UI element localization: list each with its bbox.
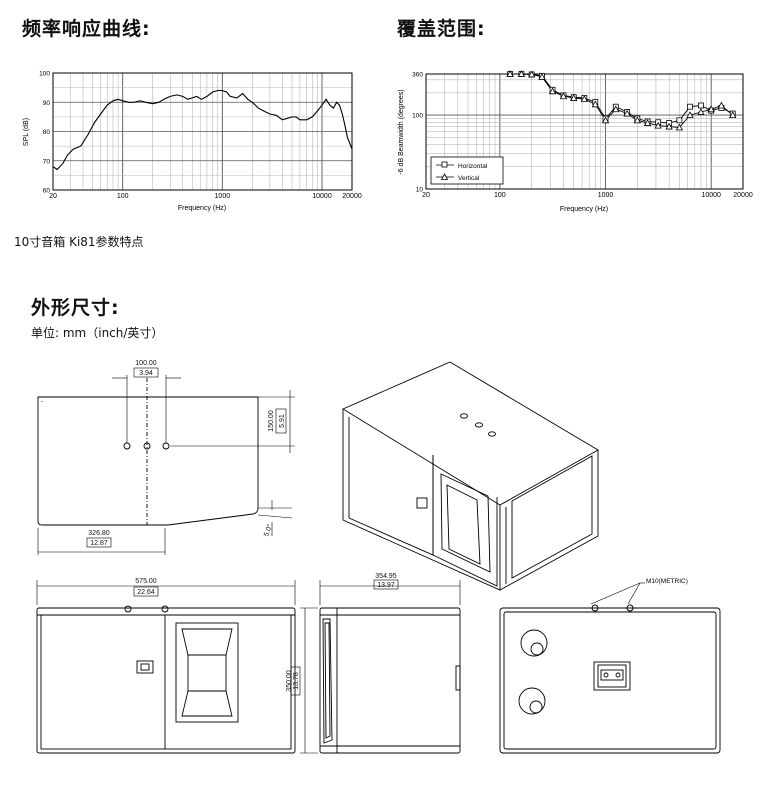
height-mm: 350.00	[286, 670, 293, 692]
vertical-point	[717, 101, 726, 109]
vertical-point	[729, 111, 737, 119]
vertical-point	[570, 94, 578, 101]
cv-grid	[425, 74, 744, 189]
horizontal-point	[698, 102, 704, 109]
x-tick-label: 20000	[733, 192, 753, 199]
y-tick-label: 90	[43, 100, 51, 107]
y-tick-label: 100	[412, 113, 423, 120]
y-tick-label: 10	[416, 187, 424, 194]
vertical-point	[707, 105, 715, 113]
vertical-point	[643, 119, 652, 126]
x-tick-label: 20	[422, 192, 430, 199]
x-tick-label: 10000	[701, 192, 721, 199]
dimension-drawings: 100.00 3.94 150.00 5.91 326.80 12.87 5.0…	[36, 360, 721, 754]
legend-square-icon	[441, 161, 448, 168]
cv-series-vertical-line	[510, 73, 734, 128]
front-width-in: 22.64	[137, 589, 155, 596]
vertical-point	[580, 95, 588, 102]
freq-response-chart: 100 90 80 70 60 20 100 1000 10000 20000 Frequenc…	[23, 71, 362, 213]
cv-xlabel: Frequency (Hz)	[560, 206, 608, 213]
vertical-point	[506, 70, 514, 77]
x-tick-label: 100	[494, 192, 506, 199]
front-view-drawing	[36, 580, 296, 754]
y-tick-label: 360	[412, 72, 423, 79]
vertical-point	[633, 116, 642, 124]
vertical-point	[548, 87, 557, 95]
horizontal-point	[676, 117, 683, 124]
vertical-point	[665, 122, 673, 130]
freq-response-heading: 频率响应曲线:	[22, 18, 151, 40]
vertical-point	[517, 70, 526, 77]
top-depth-in: 5.91	[279, 414, 286, 428]
vertical-point	[591, 100, 599, 108]
model-caption: 10寸音箱 Ki81参数特点	[14, 235, 144, 249]
x-tick-label: 1000	[598, 192, 614, 199]
legend-triangle-icon	[440, 173, 449, 180]
side-depth-in: 13.97	[377, 582, 395, 589]
rear-view-drawing	[499, 582, 721, 754]
top-offset-in: 12.87	[90, 540, 108, 547]
vertical-point	[623, 109, 631, 117]
front-width-mm: 575.00	[135, 578, 157, 585]
cv-ylabel: -6 dB Beamwidth (degrees)	[398, 89, 405, 174]
horizontal-point	[687, 103, 693, 110]
fr-ylabel: SPL (dB)	[23, 118, 30, 146]
side-view-drawing	[290, 579, 461, 754]
unit-line: 单位: mm（inch/英寸）	[31, 326, 164, 340]
vertical-point	[675, 123, 684, 131]
vertical-point	[559, 92, 568, 100]
x-tick-label: 1000	[215, 193, 231, 200]
cv-plot-frame	[425, 73, 744, 190]
y-tick-label: 60	[43, 188, 51, 195]
vertical-point	[527, 70, 536, 78]
fr-plot-frame	[52, 72, 353, 191]
vertical-point	[686, 111, 694, 119]
x-tick-label: 20000	[342, 193, 362, 200]
y-tick-label: 70	[43, 158, 51, 165]
x-tick-label: 100	[117, 193, 129, 200]
top-depth-mm: 150.00	[268, 410, 275, 432]
vertical-point	[654, 121, 662, 129]
height-in: 13.78	[293, 672, 300, 690]
dimensions-heading: 外形尺寸:	[31, 297, 120, 319]
top-spacing-in: 3.94	[139, 370, 153, 377]
coverage-chart: 360 100 10 20 100 1000 10000 20000 Frequency (…	[398, 70, 753, 213]
side-depth-mm: 354.95	[375, 573, 397, 580]
y-tick-label: 100	[39, 71, 50, 78]
legend-horizontal: Horizontal	[458, 163, 488, 170]
vertical-point	[601, 116, 610, 124]
fr-xlabel: Frequency (Hz)	[178, 205, 226, 212]
cv-series-horizontal-line	[510, 73, 733, 124]
fr-grid	[52, 72, 353, 191]
x-tick-label: 20	[49, 193, 57, 200]
y-tick-label: 80	[43, 129, 51, 136]
legend-vertical: Vertical	[458, 175, 480, 182]
cv-legend: Horizontal Vertical	[430, 156, 504, 185]
vertical-point	[538, 72, 546, 80]
fr-series-line	[52, 89, 353, 171]
top-offset-mm: 326.80	[88, 530, 110, 537]
top-spacing-mm: 100.00	[135, 360, 157, 367]
vertical-point	[612, 105, 620, 113]
coverage-heading: 覆盖范围:	[397, 18, 486, 40]
angle-label: 5.0°	[262, 523, 274, 538]
isometric-view-drawing	[342, 361, 599, 591]
thread-label: M10(METRIC)	[646, 578, 688, 585]
vertical-point	[697, 108, 705, 115]
top-view-drawing	[37, 367, 295, 555]
x-tick-label: 10000	[312, 193, 332, 200]
